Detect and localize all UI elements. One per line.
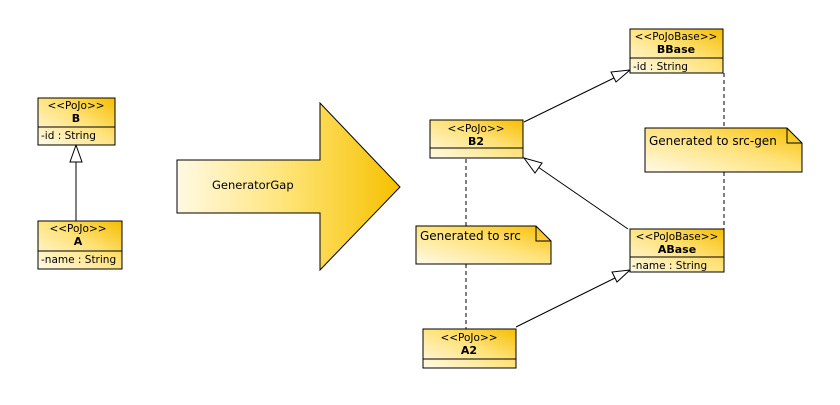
class-a[interactable]: <<PoJo>> A -name : String xyxy=(37,220,123,270)
class-a2-name: A2 xyxy=(461,344,477,357)
class-a-stereotype: <<PoJo>> xyxy=(49,223,106,235)
class-abase-stereotype: <<PoJoBase>> xyxy=(636,231,719,243)
note-src-text: Generated to src xyxy=(420,229,521,243)
class-a2[interactable]: <<PoJo>> A2 xyxy=(422,328,517,369)
generalization-a2-abase xyxy=(515,276,618,328)
generatorgap-label: GeneratorGap xyxy=(212,178,294,192)
class-b-name: B xyxy=(72,112,80,125)
class-a-attribute: -name : String xyxy=(41,254,116,266)
generalization-arrowhead-icon xyxy=(610,69,632,83)
class-b-attribute: -id : String xyxy=(41,130,96,142)
class-abase[interactable]: <<PoJoBase>> ABase -name : String xyxy=(629,228,725,273)
generalization-arrowhead-icon xyxy=(611,269,632,283)
class-a-name: A xyxy=(74,235,83,248)
class-b2-stereotype: <<PoJo>> xyxy=(447,123,504,135)
generatorgap-arrow: GeneratorGap xyxy=(176,101,401,272)
generalization-b2-bbase xyxy=(523,76,617,123)
note-src-gen-text: Generated to src-gen xyxy=(649,134,777,148)
class-a2-stereotype: <<PoJo>> xyxy=(440,332,497,344)
class-bbase[interactable]: <<PoJoBase>> BBase -id : String xyxy=(629,28,724,74)
class-b2-name: B2 xyxy=(468,135,484,148)
class-b-stereotype: <<PoJo>> xyxy=(47,100,104,112)
note-generated-src-gen[interactable]: Generated to src-gen xyxy=(644,127,803,173)
note-generated-src[interactable]: Generated to src xyxy=(415,225,552,265)
generalization-arrowhead-icon xyxy=(522,157,543,174)
generalization-abase-b2 xyxy=(537,166,629,230)
class-abase-attribute: -name : String xyxy=(632,260,707,272)
class-abase-name: ABase xyxy=(658,243,696,256)
class-b[interactable]: <<PoJo>> B -id : String xyxy=(37,97,116,146)
class-bbase-stereotype: <<PoJoBase>> xyxy=(635,31,718,43)
generalization-arrowhead-icon xyxy=(69,143,83,163)
class-bbase-name: BBase xyxy=(657,43,695,56)
class-b2[interactable]: <<PoJo>> B2 xyxy=(429,119,524,159)
class-bbase-attribute: -id : String xyxy=(633,61,688,73)
